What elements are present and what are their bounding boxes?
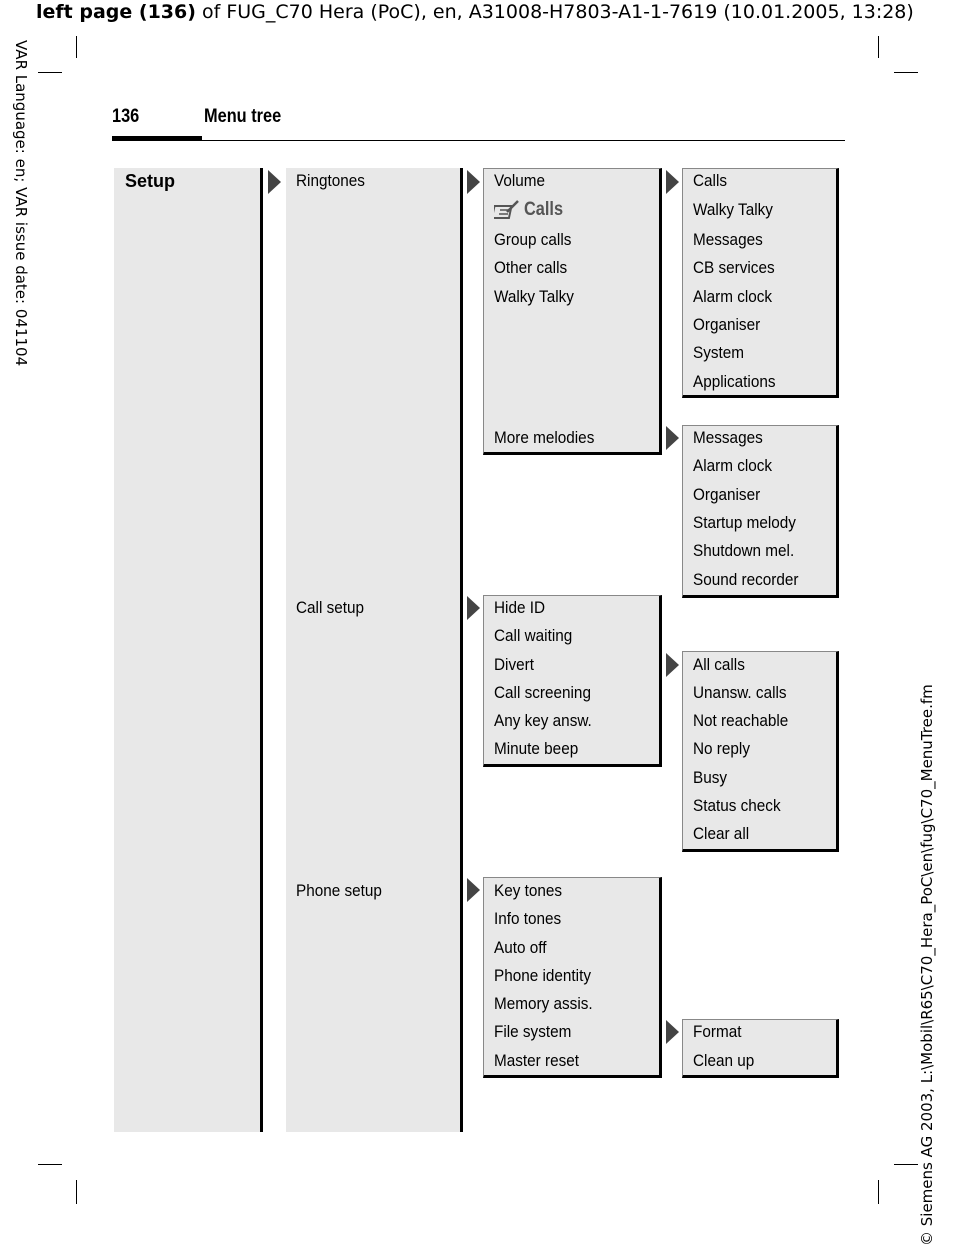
list-item: Messages [693,428,763,447]
setup-submenu-column-border [460,168,463,1132]
left-margin-text: VAR Language: en; VAR issue date: 041104 [12,40,30,367]
crop-mark [878,36,879,58]
list-item: Messages [693,230,763,249]
list-item: Clear all [693,824,750,843]
list-item: Walky Talky [693,200,773,219]
list-item: Applications [693,372,776,391]
list-item: Format [693,1022,742,1041]
setup-column-border [260,168,263,1132]
list-item: Busy [693,768,728,787]
heading-rule [112,140,845,141]
list-item: File system [494,1022,572,1041]
crop-mark [878,1180,879,1204]
crop-mark [38,1164,62,1165]
right-margin-text: © Siemens AG 2003, L:\Mobil\R65\C70_Hera… [918,684,936,1246]
menu-other-calls: Other calls [494,258,568,277]
list-item: Status check [693,796,781,815]
menu-more-melodies: More melodies [494,428,595,447]
list-item: Organiser [693,485,761,504]
document-header: left page (136) of FUG_C70 Hera (PoC), e… [36,1,914,23]
divert-submenu [682,651,839,852]
crop-mark [894,1164,918,1165]
list-item: Auto off [494,938,547,957]
phone-setup-submenu [483,877,662,1078]
list-item: System [693,343,745,362]
list-item: Startup melody [693,513,796,532]
arrow-right-icon [666,170,679,194]
menu-group-calls: Group calls [494,230,572,249]
arrow-right-icon [467,596,480,620]
menu-walky-talky: Walky Talky [494,287,574,306]
list-item: Call screening [494,683,591,702]
list-item: Unansw. calls [693,683,787,702]
list-item: Divert [494,655,534,674]
list-item: Alarm clock [693,456,773,475]
page-title: Menu tree [204,106,282,127]
right-margin-note: © Siemens AG 2003, L:\Mobil\R65\C70_Hera… [918,636,944,1246]
crop-mark [894,72,918,73]
arrow-right-icon [467,170,480,194]
list-item: Alarm clock [693,287,773,306]
menu-ringtones: Ringtones [296,171,365,190]
arrow-right-icon [666,1020,679,1044]
setup-column [114,168,260,1132]
arrow-right-icon [666,426,679,450]
handset-edit-icon [490,199,520,221]
ringtones-submenu [483,168,662,455]
setup-submenu-column [286,168,460,1132]
list-item: Minute beep [494,739,579,758]
list-item: Master reset [494,1051,580,1070]
list-item: All calls [693,655,745,674]
setup-label: Setup [125,171,176,191]
arrow-right-icon [467,878,480,902]
list-item: Phone identity [494,966,591,985]
crop-mark [76,36,77,58]
menu-phone-setup: Phone setup [296,881,382,900]
menu-volume: Volume [494,171,546,190]
arrow-right-icon [666,653,679,677]
crop-mark [38,72,62,73]
list-item: Not reachable [693,711,789,730]
page-number: 136 [112,106,140,127]
list-item: Sound recorder [693,570,799,589]
header-page-ref: left page (136) [36,1,196,23]
volume-submenu [682,168,839,398]
list-item: CB services [693,258,775,277]
list-item: No reply [693,739,750,758]
list-item: Call waiting [494,626,573,645]
list-item: Hide ID [494,598,546,617]
list-item: Info tones [494,909,562,928]
arrow-right-icon [268,170,281,194]
call-setup-submenu [483,595,662,767]
menu-call-setup: Call setup [296,598,365,617]
header-file-info: of FUG_C70 Hera (PoC), en, A31008-H7803-… [195,1,914,23]
list-item: Memory assis. [494,994,593,1013]
file-system-submenu [682,1019,839,1078]
menu-calls-highlight: Calls [524,199,564,220]
list-item: Key tones [494,881,563,900]
list-item: Shutdown mel. [693,541,795,560]
crop-mark [76,1180,77,1204]
more-melodies-submenu [682,425,839,598]
list-item: Calls [693,171,728,190]
heading-rule-thick [112,136,202,140]
list-item: Clean up [693,1051,755,1070]
left-margin-note: VAR Language: en; VAR issue date: 041104 [8,40,34,420]
list-item: Any key answ. [494,711,592,730]
list-item: Organiser [693,315,761,334]
